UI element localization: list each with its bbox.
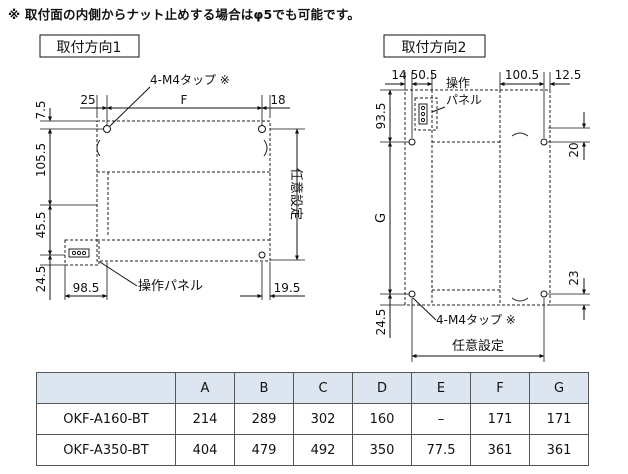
- model-name: OKF-A350-BT: [36, 434, 176, 466]
- direction-2-title: 取付方向2: [402, 40, 467, 56]
- column-header: A: [175, 372, 235, 404]
- tap-leader-2: [412, 297, 437, 321]
- tap-hole-icon: [258, 251, 266, 259]
- tap-hole-icon: [408, 290, 416, 298]
- panel-button-icon: [81, 250, 87, 256]
- table-row: OKF-A160-BT 214 289 302 160 – 171 171: [36, 403, 589, 435]
- direction-1-drawing: 取付方向1 4-M4タップ ※ 25 F 18: [34, 34, 305, 300]
- table-cell: 160: [352, 403, 412, 435]
- tap-hole-icon: [408, 138, 416, 146]
- dim-50.5: 50.5: [411, 68, 438, 82]
- direction-2-title-box: [383, 34, 486, 58]
- dim-105.5: 105.5: [34, 143, 48, 177]
- table-cell: 77.5: [411, 434, 471, 466]
- tap-label-2: 4-M4タップ ※: [436, 313, 516, 327]
- table-cell: 404: [175, 434, 235, 466]
- bracket-arc-bottom: [511, 297, 529, 302]
- mounting-diagram: 取付方向1 4-M4タップ ※ 25 F 18: [34, 34, 590, 362]
- dim-18: 18: [270, 93, 285, 107]
- table-cell: 171: [470, 403, 530, 435]
- panel-button-icon: [71, 250, 77, 256]
- panel-buttons-2: [418, 103, 428, 125]
- dim-12.5: 12.5: [555, 68, 582, 82]
- dim-7.5: 7.5: [34, 100, 48, 119]
- free-setting-2: 任意設定: [452, 338, 504, 354]
- panel-leader-2: [431, 106, 446, 113]
- tap-hole-icon: [258, 125, 266, 133]
- panel-button-icon: [420, 117, 426, 123]
- spec-table: A B C D E F G OKF-A160-BT 214 289 302 16…: [36, 372, 589, 466]
- direction-1-title-box: [39, 34, 140, 58]
- dim-23: 23: [567, 270, 581, 285]
- unit-outline-2: [404, 89, 551, 306]
- tap-leader-1: [109, 86, 151, 127]
- column-header: G: [529, 372, 589, 404]
- dim-24.5-2: 24.5: [374, 309, 388, 336]
- bracket-arc-left: [96, 139, 101, 157]
- dim-45.5: 45.5: [34, 212, 48, 239]
- model-name: OKF-A160-BT: [36, 403, 176, 435]
- table-cell: 361: [470, 434, 530, 466]
- panel-button-icon: [420, 111, 426, 117]
- dim-14: 14: [391, 68, 406, 82]
- table-cell: 289: [234, 403, 294, 435]
- panel-label-2-line2: パネル: [446, 93, 482, 107]
- table-row: OKF-A350-BT 404 479 492 350 77.5 361 361: [36, 434, 589, 466]
- bracket-arc-right: [263, 139, 268, 157]
- dim-19.5: 19.5: [274, 281, 301, 295]
- table-cell: 350: [352, 434, 412, 466]
- table-header-row: A B C D E F G: [36, 372, 589, 404]
- dim-98.5: 98.5: [73, 281, 100, 295]
- column-header: D: [352, 372, 412, 404]
- table-cell: 479: [234, 434, 294, 466]
- table-cell: 171: [529, 403, 589, 435]
- free-setting-1: 任意設定: [288, 168, 304, 220]
- table-cell: 361: [529, 434, 589, 466]
- table-cell: 214: [175, 403, 235, 435]
- panel-label-1: 操作パネル: [138, 278, 203, 294]
- column-header: E: [411, 372, 471, 404]
- tap-label-1: 4-M4タップ ※: [150, 73, 230, 87]
- table-corner-cell: [36, 372, 176, 404]
- panel-leader-1: [99, 261, 138, 287]
- tap-hole-icon: [540, 138, 548, 146]
- mounting-note: ※ 取付面の内側からナット止めする場合はφ5でも可能です。: [8, 7, 361, 22]
- column-header: C: [293, 372, 353, 404]
- tap-hole-icon: [103, 125, 111, 133]
- panel-button-icon: [76, 250, 82, 256]
- dim-F: F: [181, 93, 188, 107]
- panel-button-icon: [420, 105, 426, 111]
- column-header: B: [234, 372, 294, 404]
- operation-panel-2: [414, 97, 438, 131]
- direction-1-title: 取付方向1: [57, 40, 122, 56]
- column-header: F: [470, 372, 530, 404]
- operation-panel-1: [64, 239, 100, 266]
- dim-93.5: 93.5: [374, 103, 388, 130]
- dim-20: 20: [567, 142, 581, 157]
- direction-2-drawing: 取付方向2 操作 パネル 14 50.5: [374, 34, 590, 362]
- panel-label-2-line1: 操作: [446, 75, 470, 90]
- table-cell: 492: [293, 434, 353, 466]
- tap-hole-icon: [540, 290, 548, 298]
- table-cell: –: [411, 403, 471, 435]
- dim-G: G: [374, 213, 389, 223]
- dim-25: 25: [80, 93, 95, 107]
- unit-outline-1: [96, 120, 271, 262]
- table-cell: 302: [293, 403, 353, 435]
- panel-buttons-1: [68, 248, 90, 258]
- bracket-arc-top: [511, 132, 529, 137]
- dim-100.5: 100.5: [505, 68, 539, 82]
- dim-24.5: 24.5: [34, 266, 48, 293]
